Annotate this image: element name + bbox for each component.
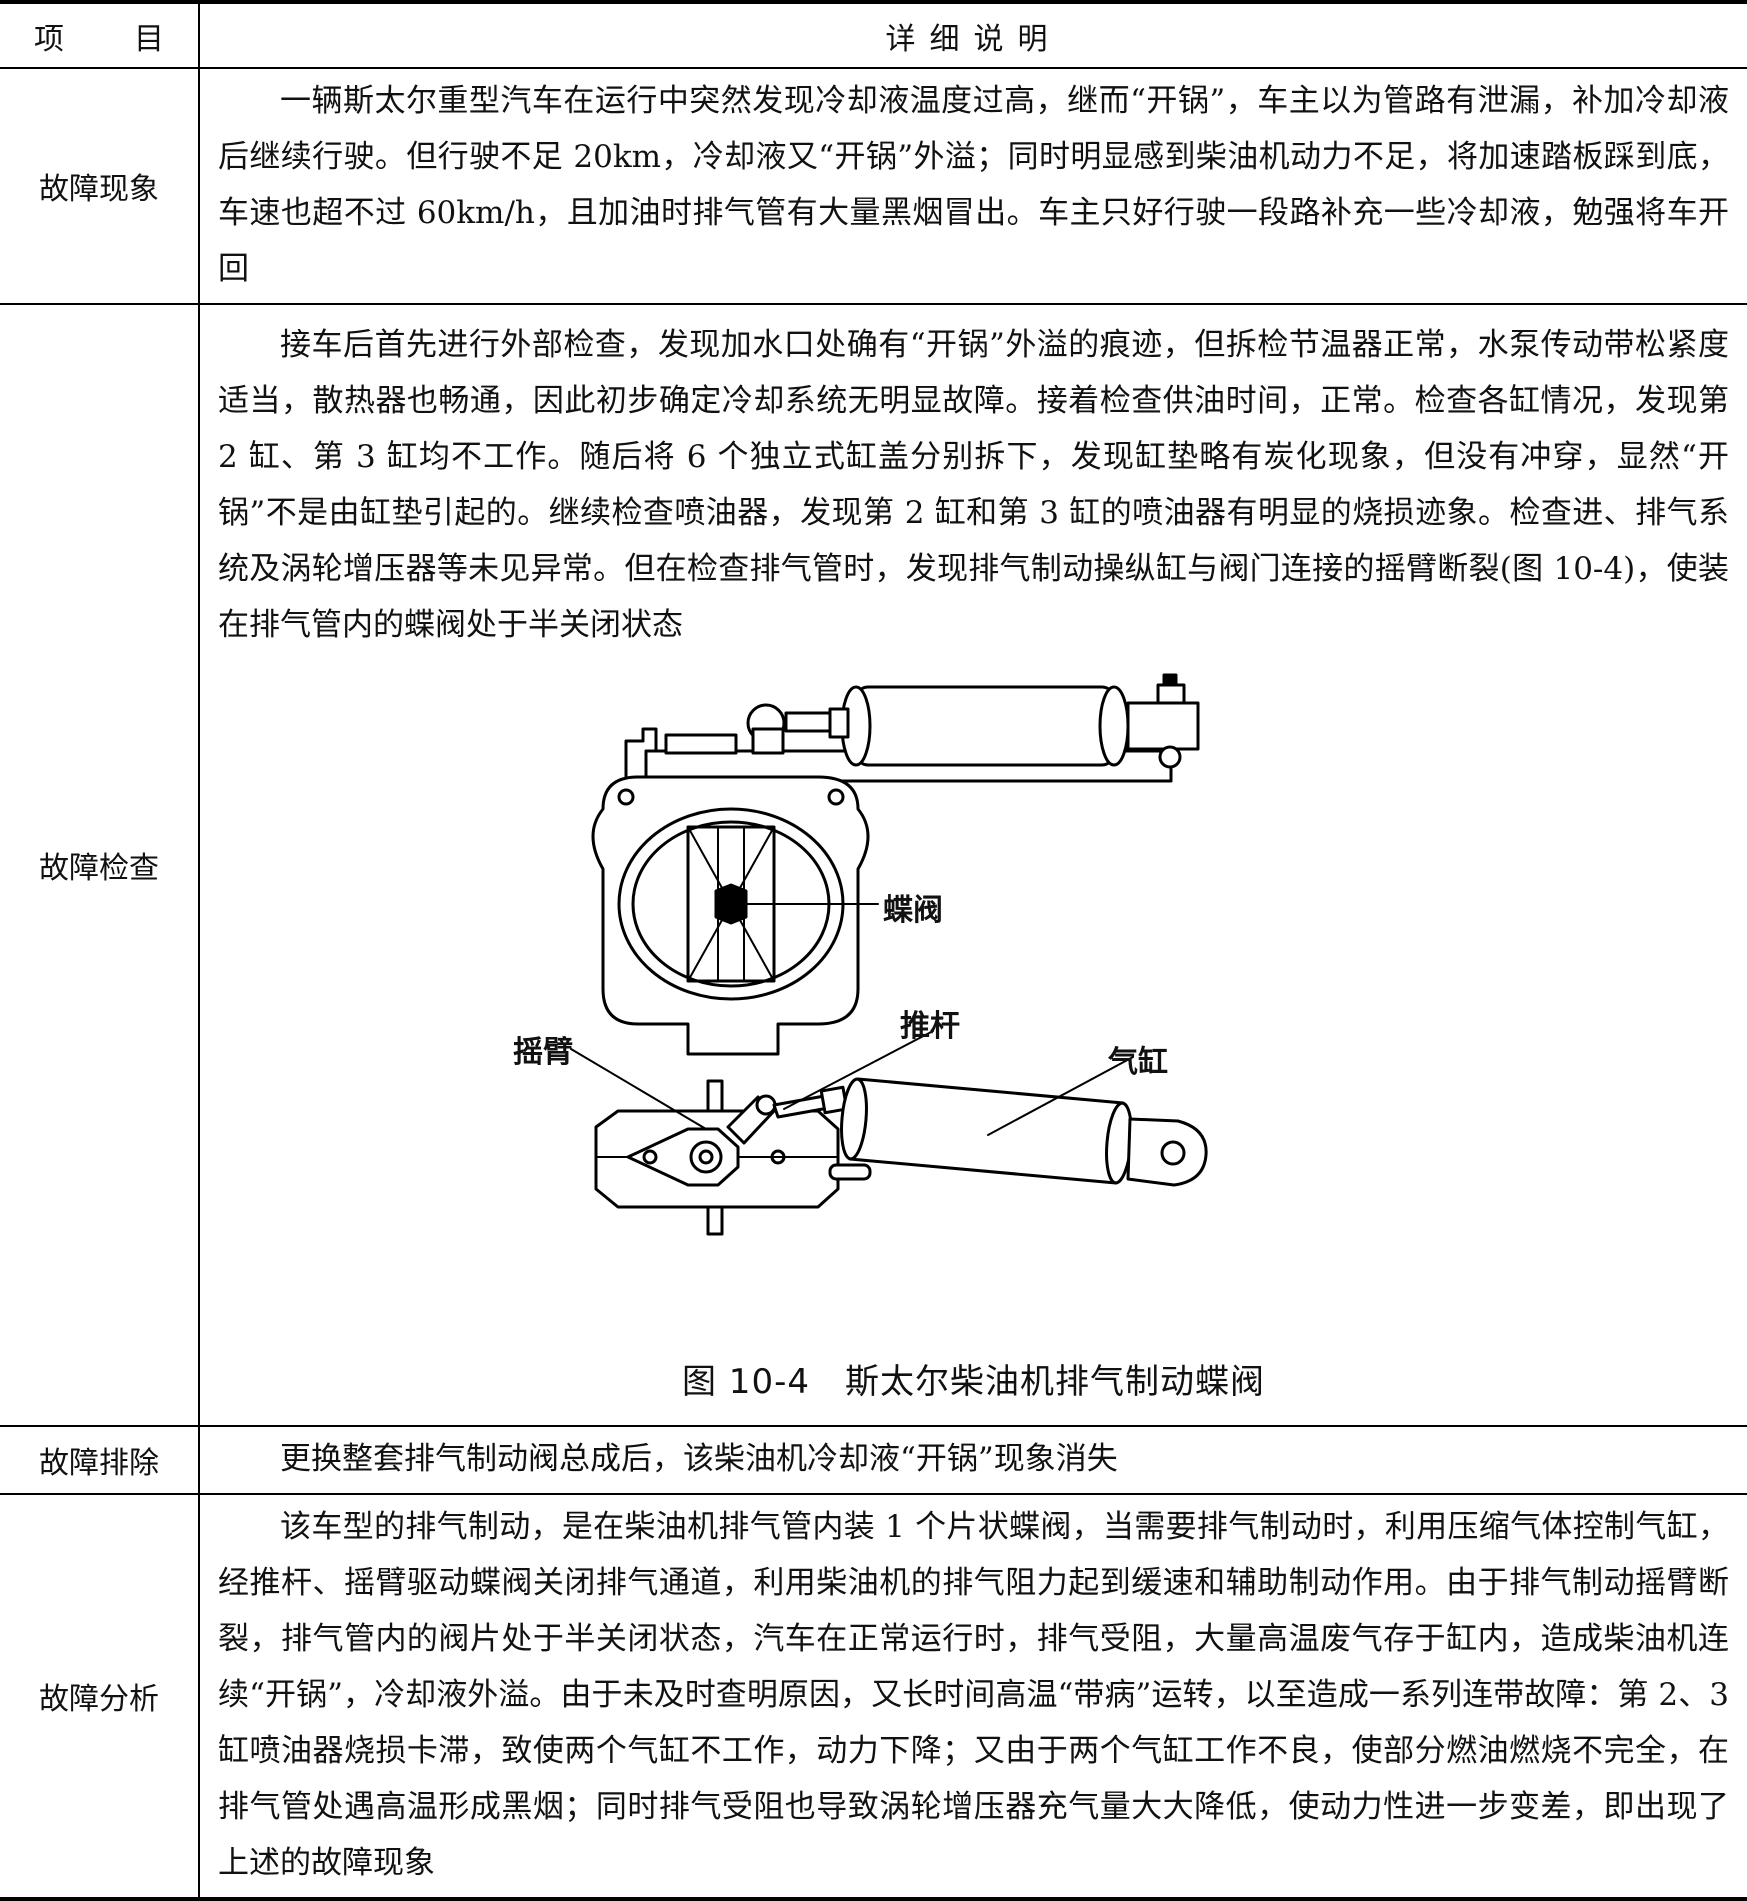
rocker-pivot-inner: [698, 1149, 714, 1165]
flange-hole-left: [617, 788, 635, 806]
cylinder-body-side: [848, 1077, 1125, 1185]
valve-front-view: [591, 673, 1200, 1056]
row-label-symptom: 故障现象: [0, 67, 200, 305]
symptom-text: 一辆斯太尔重型汽车在运行中突然发现冷却液温度过高，继而“开锅”，车主以为管路有泄…: [218, 83, 1729, 287]
cylinder-cap-right: [1098, 685, 1130, 767]
label-butterfly-valve: 蝶阀: [883, 893, 943, 928]
row-symptom: 故障现象 一辆斯太尔重型汽车在运行中突然发现冷却液温度过高，继而“开锅”，车主以…: [0, 67, 1747, 305]
bracket-slot: [828, 1163, 872, 1181]
repair-text: 更换整套排气制动阀总成后，该柴油机冷却液“开锅”现象消失: [280, 1441, 1118, 1477]
housing-hole: [770, 1149, 786, 1165]
flange-hole-right: [827, 788, 845, 806]
eye-hole: [1160, 1140, 1186, 1166]
plate-block: [664, 733, 738, 755]
row-label-analysis: 故障分析: [0, 1493, 200, 1901]
label-push-rod: 推杆: [900, 1009, 960, 1044]
cylinder-end-block: [1126, 701, 1200, 751]
figure-10-4: 蝶阀 摇臂 推杆 气缸 图 10-4 斯太尔柴油机排气制动蝶阀: [218, 659, 1729, 1419]
header-item-char-1: 项: [34, 21, 64, 57]
row-repair: 故障排除 更换整套排气制动阀总成后，该柴油机冷却液“开锅”现象消失: [0, 1425, 1747, 1495]
rod-collar: [828, 707, 850, 739]
leader-pushrod: [783, 1030, 934, 1110]
cylinder-side-cap-left: [840, 1077, 868, 1161]
inspection-text: 接车后首先进行外部检查，发现加水口处确有“开锅”外溢的痕迹，但拆检节温器正常，水…: [218, 327, 1729, 643]
figure-caption: 图 10-4 斯太尔柴油机排气制动蝶阀: [682, 1362, 1265, 1402]
header-detail: 详细说明: [198, 0, 1747, 69]
butterfly-valve-drawing: [570, 673, 1208, 1236]
header-item: 项目: [0, 0, 200, 69]
shaft-top: [706, 1079, 724, 1113]
plate-edge: [624, 727, 658, 781]
valve-side-view: [570, 1030, 1208, 1236]
end-bolt-head: [1162, 673, 1178, 687]
row-detail-symptom: 一辆斯太尔重型汽车在运行中突然发现冷却液温度过高，继而“开锅”，车主以为管路有泄…: [198, 67, 1747, 305]
leader-cylinder: [987, 1056, 1134, 1136]
leader-rocker: [570, 1048, 707, 1130]
rocker-hole: [642, 1149, 658, 1165]
end-pin: [1158, 745, 1182, 769]
row-analysis: 故障分析 该车型的排气制动，是在柴油机排气管内装 1 个片状蝶阀，当需要排气制动…: [0, 1493, 1747, 1901]
row-label-repair: 故障排除: [0, 1425, 200, 1495]
joint-base: [751, 727, 785, 755]
cylinder-body-top: [854, 685, 1116, 767]
rocker-pivot: [689, 1140, 723, 1174]
row-label-inspection: 故障检查: [0, 303, 200, 1427]
label-rocker-arm: 摇臂: [513, 1035, 573, 1070]
row-inspection: 故障检查 接车后首先进行外部检查，发现加水口处确有“开锅”外溢的痕迹，但拆检节温…: [0, 303, 1747, 1427]
end-bolt: [1156, 683, 1186, 705]
analysis-text: 该车型的排气制动，是在柴油机排气管内装 1 个片状蝶阀，当需要排气制动时，利用压…: [218, 1509, 1729, 1881]
row-detail-inspection: 接车后首先进行外部检查，发现加水口处确有“开锅”外溢的痕迹，但拆检节温器正常，水…: [198, 303, 1747, 1427]
label-cylinder: 气缸: [1108, 1045, 1168, 1080]
header-item-char-2: 目: [134, 21, 164, 57]
cylinder-eye-end: [1126, 1117, 1208, 1187]
row-detail-analysis: 该车型的排气制动，是在柴油机排气管内装 1 个片状蝶阀，当需要排气制动时，利用压…: [198, 1493, 1747, 1901]
link-pin: [755, 1094, 777, 1116]
row-detail-repair: 更换整套排气制动阀总成后，该柴油机冷却液“开锅”现象消失: [198, 1425, 1747, 1495]
header-row: 项目 详细说明: [0, 0, 1747, 69]
